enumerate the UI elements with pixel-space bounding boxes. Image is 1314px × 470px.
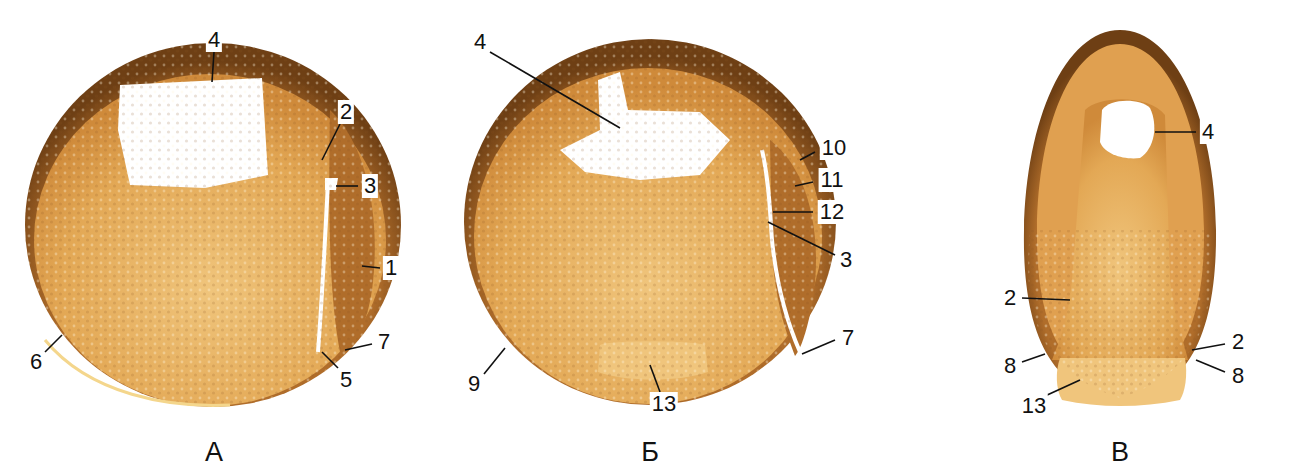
callout-number: 2 xyxy=(1002,286,1018,310)
callout-number: 2 xyxy=(1230,330,1246,354)
callout-number: 13 xyxy=(1020,394,1048,418)
callout-number: 5 xyxy=(338,368,354,392)
callout-number: 11 xyxy=(819,168,846,192)
callout-number: 4 xyxy=(1200,120,1216,144)
callout-number: 3 xyxy=(362,174,378,198)
callout-number: 6 xyxy=(28,350,44,374)
callout-number: 10 xyxy=(820,136,848,160)
embryo-b xyxy=(464,39,836,405)
callout-number: 12 xyxy=(818,200,846,224)
callout-number: 4 xyxy=(472,30,488,54)
callout-number: 8 xyxy=(1002,354,1018,378)
callout-number: 3 xyxy=(838,248,854,272)
panel-letter: В xyxy=(1109,438,1131,467)
callout-number: 13 xyxy=(650,392,678,416)
callout-number: 1 xyxy=(383,256,399,280)
embryo-a xyxy=(25,43,401,407)
panel-letter: А xyxy=(203,438,225,467)
panel-letter: Б xyxy=(639,438,661,467)
embryo-c xyxy=(1022,30,1225,406)
callout-number: 9 xyxy=(466,372,482,396)
callout-number: 4 xyxy=(206,28,222,52)
callout-number: 8 xyxy=(1230,364,1246,388)
callout-number: 7 xyxy=(376,330,392,354)
callout-number: 2 xyxy=(338,100,354,124)
callout-number: 7 xyxy=(840,326,856,350)
